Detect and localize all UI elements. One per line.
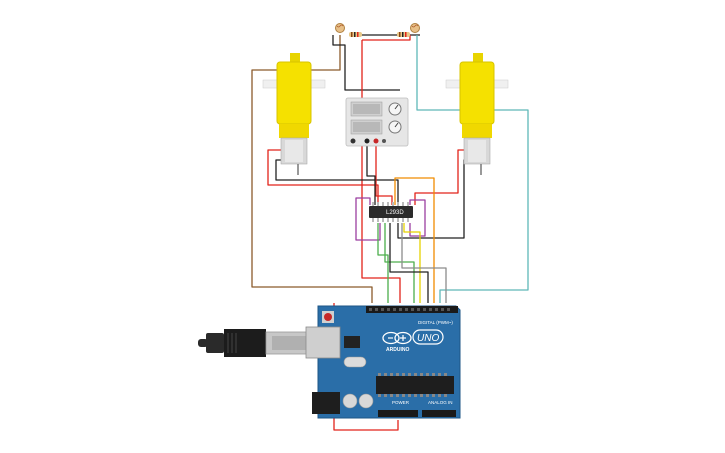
arduino-logo: ARDUINO (382, 331, 412, 353)
wire-black-driver[interactable] (389, 223, 429, 303)
analog-header[interactable] (422, 410, 456, 417)
dc-motor-right[interactable] (445, 53, 509, 175)
power-header[interactable] (378, 410, 418, 417)
uno-badge: UNO (412, 329, 444, 345)
power-supply[interactable] (345, 97, 409, 147)
wire-red-down[interactable] (361, 40, 401, 303)
wire-red-lmotor[interactable] (267, 149, 379, 205)
usb-cable[interactable] (198, 329, 323, 357)
wire-red-res[interactable] (362, 35, 411, 41)
model-label: UNO (417, 333, 439, 344)
wire-green-2[interactable] (384, 223, 415, 303)
digital-label: DIGITAL (PWM~) (418, 320, 453, 325)
wire-gray[interactable] (401, 223, 447, 303)
terminal-negative[interactable] (364, 138, 370, 144)
sensor-left[interactable] (335, 23, 345, 33)
motor-driver-chip[interactable]: L293D (369, 202, 413, 222)
wire-purple-right[interactable] (409, 199, 426, 237)
resistor-right[interactable] (397, 32, 410, 37)
wire-brown[interactable] (251, 69, 373, 303)
wire-yellow[interactable] (403, 223, 421, 303)
power-label: POWER (392, 400, 410, 405)
resistor-left[interactable] (349, 32, 362, 37)
atmega-chip (376, 376, 454, 394)
analog-label: ANALOG IN (428, 400, 453, 405)
sensor-right[interactable] (410, 23, 420, 33)
wire-purple-left[interactable] (355, 197, 381, 241)
digital-pins (369, 308, 450, 311)
dc-motor-left[interactable] (262, 53, 326, 175)
usb-port[interactable] (305, 326, 341, 359)
arduino-uno-board[interactable]: DIGITAL (PWM~) ARDUINO UNO (305, 305, 461, 419)
power-jack[interactable] (312, 392, 340, 414)
chip-pins-bottom (372, 217, 409, 222)
wire-green-1[interactable] (377, 223, 389, 303)
wire-black-top[interactable] (332, 35, 400, 91)
reset-button[interactable] (324, 313, 332, 321)
wire-orange[interactable] (394, 177, 435, 303)
chip-pins-top (372, 202, 409, 207)
wire-black-psu[interactable] (366, 142, 376, 205)
wire-teal[interactable] (416, 35, 529, 303)
wire-red-rmotor[interactable] (414, 149, 465, 205)
terminal-positive[interactable] (373, 138, 379, 144)
wire-black-rmotor[interactable] (397, 159, 465, 239)
wire-red-psu[interactable] (375, 142, 393, 205)
chip-label: L293D (386, 210, 404, 216)
wire-black-lmotor[interactable] (275, 159, 399, 205)
brand-label: ARDUINO (386, 347, 409, 353)
